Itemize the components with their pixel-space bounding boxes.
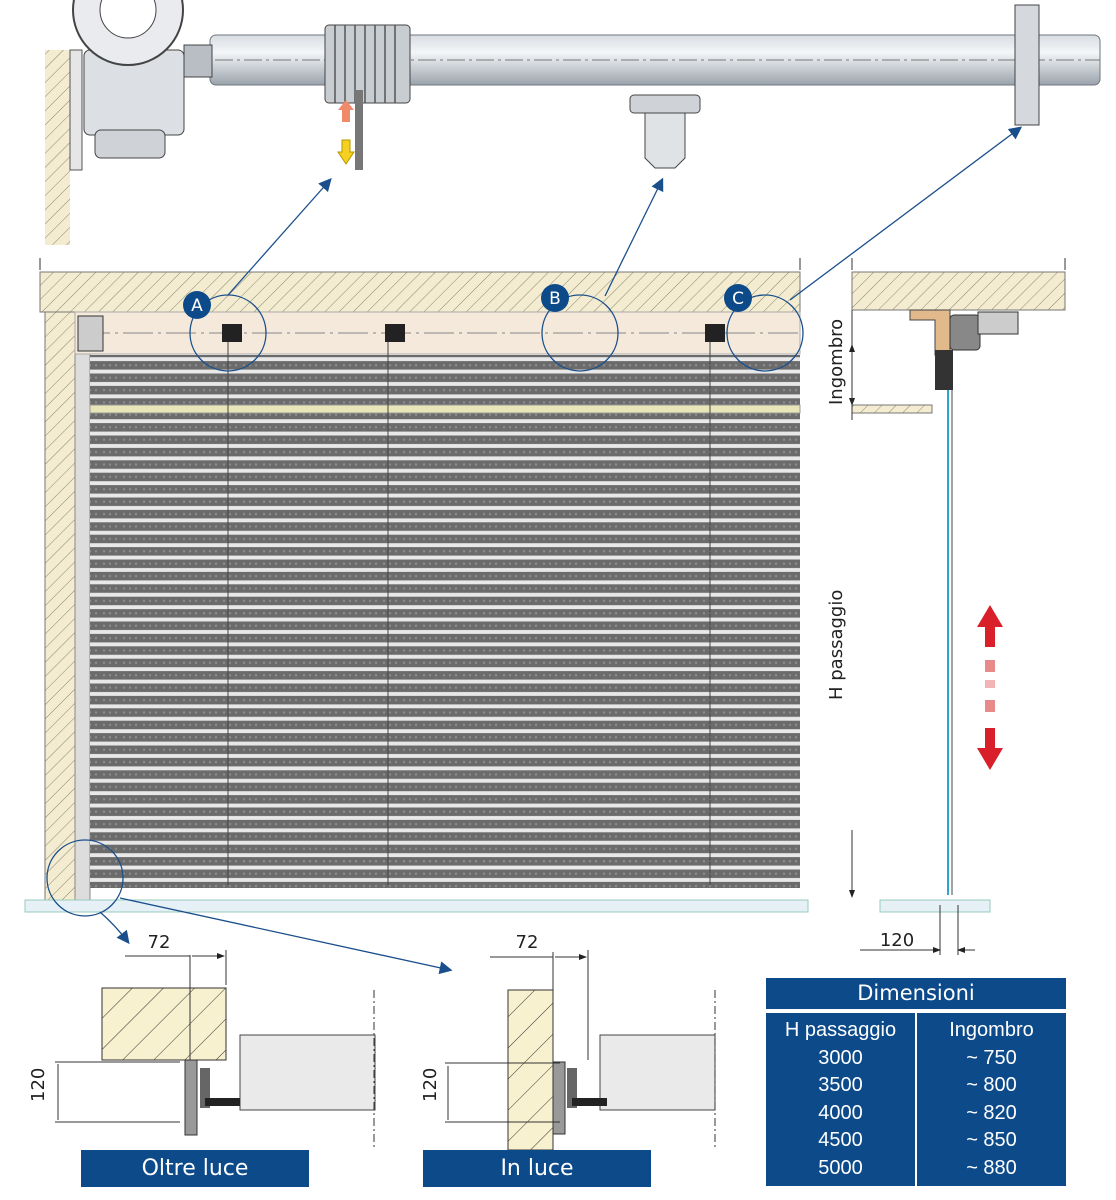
column-header: H passaggio xyxy=(784,1019,897,1041)
top-mechanism-detail xyxy=(45,0,1101,245)
floor xyxy=(24,899,809,913)
detail-oltre-luce: 72 120 xyxy=(28,932,376,1150)
gear-motor xyxy=(72,0,213,159)
ingombro-column: Ingombro ~ 750 ~ 800 ~ 820 ~ 850 ~ 880 xyxy=(915,1013,1066,1186)
h-passaggio-label: H passaggio xyxy=(826,590,847,700)
table-cell: ~ 850 xyxy=(966,1129,1017,1151)
shutter-curtain xyxy=(90,355,800,888)
callout-b: B xyxy=(541,284,569,312)
table-cell: ~ 800 xyxy=(966,1074,1017,1096)
front-view: A B C xyxy=(24,126,1023,975)
table-cell: 3000 xyxy=(818,1046,863,1069)
table-cell: ~ 750 xyxy=(966,1046,1017,1069)
svg-text:B: B xyxy=(549,289,561,309)
svg-text:120: 120 xyxy=(28,1068,49,1102)
callout-circle-bottom xyxy=(46,839,124,917)
table-cell: 4500 xyxy=(818,1129,863,1151)
lintel xyxy=(39,271,801,313)
callout-c: C xyxy=(724,284,752,312)
table-cell: 4000 xyxy=(818,1101,863,1124)
in-luce-title: In luce xyxy=(423,1150,651,1187)
side-wall xyxy=(44,311,76,903)
tube-flange xyxy=(1014,4,1040,126)
svg-text:C: C xyxy=(732,289,744,309)
dimensions-table-title: Dimensioni xyxy=(766,978,1066,1009)
svg-text:A: A xyxy=(191,296,203,316)
cable-drum xyxy=(324,24,411,170)
side-view: Ingombro H passaggio 120 xyxy=(826,258,1066,955)
svg-text:120: 120 xyxy=(420,1068,441,1102)
detail-in-luce: 72 120 xyxy=(420,932,716,1151)
table-cell: ~ 820 xyxy=(966,1101,1017,1124)
column-header: Ingombro xyxy=(949,1019,1034,1041)
ingombro-label: Ingombro xyxy=(826,319,847,405)
callout-circle-b xyxy=(541,294,619,372)
table-cell: ~ 880 xyxy=(966,1156,1017,1179)
wall-section xyxy=(45,50,70,245)
table-cell: 3500 xyxy=(818,1074,863,1096)
oltre-luce-title: Oltre luce xyxy=(81,1150,309,1187)
table-cell: 5000 xyxy=(818,1156,863,1179)
callout-circle-c xyxy=(726,294,804,372)
support-bracket xyxy=(629,94,701,169)
svg-text:72: 72 xyxy=(148,932,171,953)
dimensions-table: H passaggio 3000 3500 4000 4500 5000 Ing… xyxy=(766,1013,1066,1186)
h-passaggio-column: H passaggio 3000 3500 4000 4500 5000 xyxy=(766,1013,915,1186)
svg-text:72: 72 xyxy=(516,932,539,953)
callout-a: A xyxy=(183,291,211,319)
up-down-arrow-icon xyxy=(977,605,1003,770)
depth-label: 120 xyxy=(880,930,914,951)
